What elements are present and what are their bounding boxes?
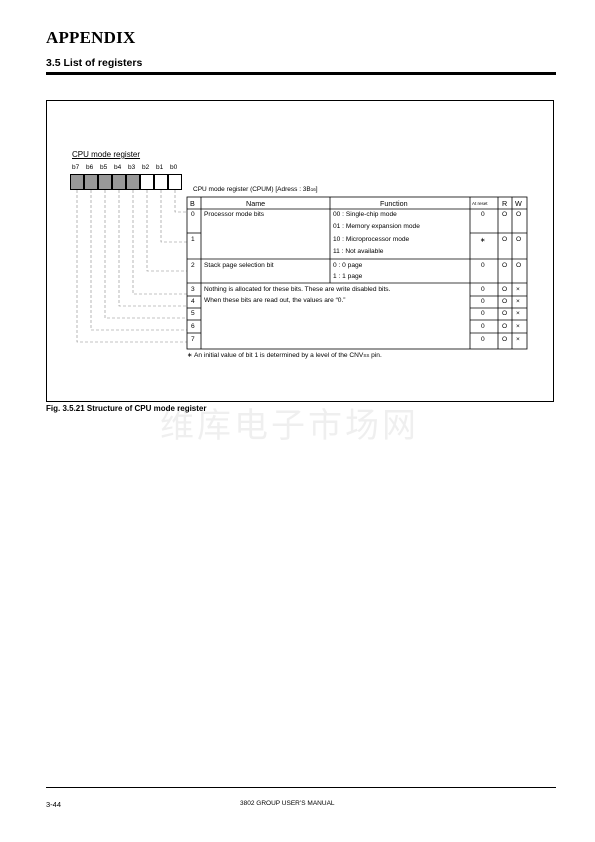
bit-label: b5 — [100, 164, 108, 171]
table-title-end: ] — [315, 186, 318, 193]
bit-cell-b7 — [70, 174, 84, 190]
row-bit: 0 — [191, 211, 195, 218]
register-title: CPU mode register — [72, 150, 141, 159]
col-header-reset: At reset — [472, 201, 488, 206]
footnote: ∗ An initial value of bit 1 is determine… — [187, 351, 382, 359]
watermark: 维库电子市场网 — [160, 406, 419, 446]
row-function: 0 : 0 page — [333, 262, 363, 269]
row-write: O — [516, 236, 522, 243]
header-rule — [46, 72, 556, 75]
row-bit: 5 — [191, 310, 195, 317]
row-write: × — [516, 298, 520, 305]
bit-cell-b3 — [126, 174, 140, 190]
row-bit: 7 — [191, 336, 195, 343]
row-reset: 0 — [481, 310, 485, 317]
page-number: 3-44 — [46, 800, 62, 809]
row-reset: ∗ — [480, 237, 486, 244]
row-write: O — [516, 211, 522, 218]
row-bit: 1 — [191, 236, 195, 243]
footnote-text: ∗ An initial value of bit 1 is determine… — [187, 352, 364, 359]
section-title: 3.5 List of registers — [46, 57, 143, 69]
row-function: 11 : Not available — [333, 248, 384, 255]
footnote-sub: SS — [363, 353, 370, 358]
col-header-bit: B — [190, 199, 195, 208]
row-read: O — [502, 336, 508, 343]
bit-cell-b6 — [84, 174, 98, 190]
row-read: O — [502, 298, 508, 305]
figure-frame — [46, 100, 554, 402]
bit-label: b2 — [142, 164, 150, 171]
row-write: × — [516, 286, 520, 293]
row-function: 01 : Memory expansion mode — [333, 223, 420, 230]
footer-rule — [46, 787, 556, 788]
bit-label: b7 — [72, 164, 80, 171]
table-title-sub: 16 — [310, 187, 316, 192]
table-title-text: CPU mode register (CPUM) [Adress : 3B — [193, 186, 311, 193]
bit-cell-b2 — [140, 174, 154, 190]
col-header-function: Function — [380, 199, 408, 208]
row-name: Stack page selection bit — [204, 262, 274, 269]
row-reset: 0 — [481, 262, 485, 269]
bit-cell-b4 — [112, 174, 126, 190]
row-function: 10 : Microprocessor mode — [333, 236, 410, 243]
bit-label: b4 — [114, 164, 122, 171]
table-title: CPU mode register (CPUM) [Adress : 3B16] — [193, 186, 318, 193]
row-reset: 0 — [481, 211, 485, 218]
row-read: O — [502, 262, 508, 269]
bit-label: b0 — [170, 164, 178, 171]
unused-note: Nothing is allocated for these bits. The… — [204, 286, 391, 293]
row-read: O — [502, 323, 508, 330]
row-write: × — [516, 336, 520, 343]
row-bit: 6 — [191, 323, 195, 330]
row-function: 1 : 1 page — [333, 273, 363, 280]
row-read: O — [502, 211, 508, 218]
manual-title: 3802 GROUP USER’S MANUAL — [240, 800, 335, 807]
unused-note: When these bits are read out, the values… — [204, 297, 346, 304]
row-bit: 2 — [191, 262, 195, 269]
row-read: O — [502, 310, 508, 317]
bit-label: b1 — [156, 164, 164, 171]
row-reset: 0 — [481, 286, 485, 293]
bit-cell-b5 — [98, 174, 112, 190]
bit-label: b6 — [86, 164, 94, 171]
bit-label: b3 — [128, 164, 136, 171]
row-write: × — [516, 323, 520, 330]
footnote-end: pin. — [369, 352, 382, 359]
row-bit: 3 — [191, 286, 195, 293]
row-function: 00 : Single-chip mode — [333, 211, 397, 218]
row-read: O — [502, 236, 508, 243]
bit-cell-b0 — [168, 174, 182, 190]
bit-cell-b1 — [154, 174, 168, 190]
figure-caption: Fig. 3.5.21 Structure of CPU mode regist… — [46, 404, 207, 413]
row-reset: 0 — [481, 323, 485, 330]
col-header-write: W — [515, 199, 522, 208]
row-reset: 0 — [481, 298, 485, 305]
row-bit: 4 — [191, 298, 195, 305]
row-read: O — [502, 286, 508, 293]
col-header-read: R — [502, 199, 508, 208]
row-write: × — [516, 310, 520, 317]
chapter-title: APPENDIX — [46, 28, 136, 47]
row-write: O — [516, 262, 522, 269]
row-name: Processor mode bits — [204, 211, 265, 218]
col-header-name: Name — [246, 199, 266, 208]
row-reset: 0 — [481, 336, 485, 343]
